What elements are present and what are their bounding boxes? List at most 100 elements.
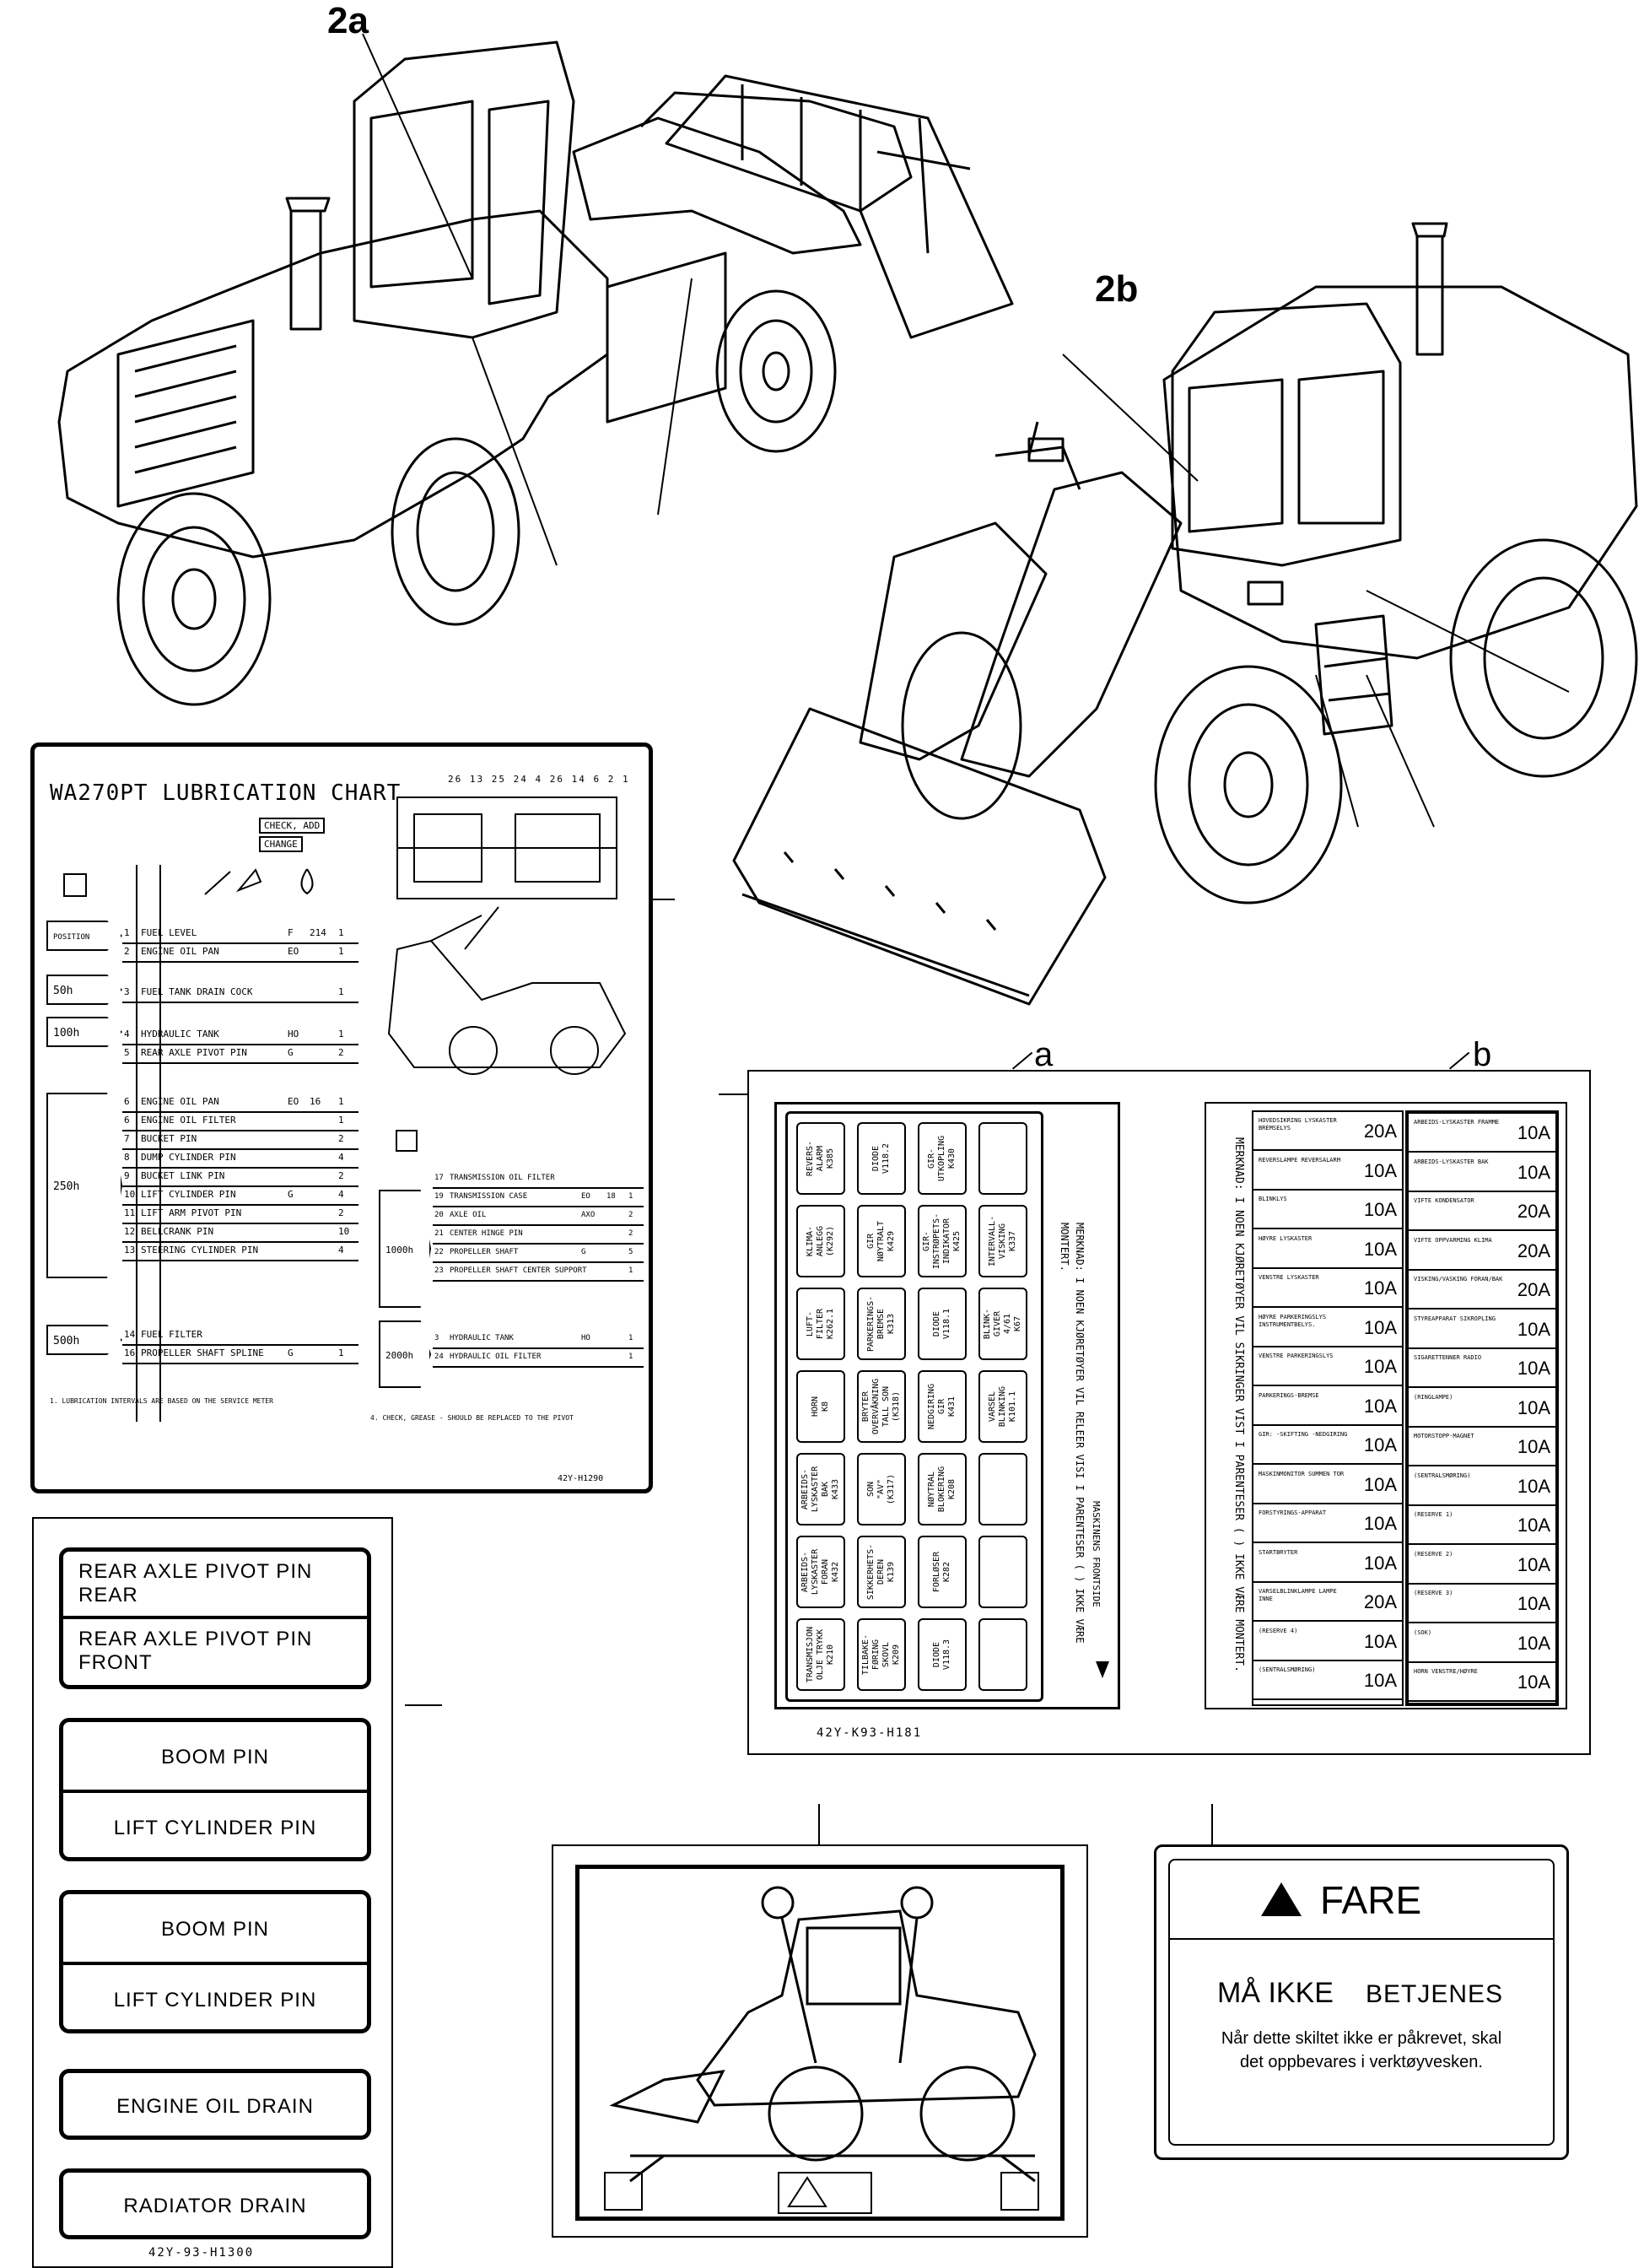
fuse-amp: 10A [1517, 1632, 1550, 1654]
fuse-label: ARBEIDS-LYSKASTER FRAMME [1414, 1119, 1500, 1126]
fuse-amp: 20A [1517, 1279, 1550, 1300]
relay-cell-label: VARSEL BLINKING K101.1 [988, 1385, 1017, 1428]
fuse-amp: 10A [1517, 1396, 1550, 1418]
warning-sign-inner: FARE MÅ IKKE BETJENES Når dette skiltet … [1168, 1859, 1555, 2146]
lube-row-item: AXLE OIL [450, 1211, 487, 1219]
relay-cell-label: DIODE V118.2 [871, 1142, 891, 1174]
lube-row-type: AXO [581, 1211, 596, 1219]
interval-500h: 500h [46, 1325, 122, 1355]
fuse-row: (SENTRALSMØRING)10A [1409, 1467, 1555, 1506]
tag-boom-pin-1: BOOM PIN [160, 1746, 269, 1768]
lube-row-pts: 10 [338, 1226, 350, 1237]
fuse-amp: 20A [1517, 1201, 1550, 1222]
fuse-label: SIGARETTENNER RADIO [1414, 1354, 1482, 1361]
fuse-row: (SENTRALSMØRING)10A [1253, 1661, 1402, 1700]
fuse-label: MOTORSTOPP-MAGNET [1414, 1433, 1474, 1439]
lift-hook-icon [604, 2172, 1039, 2214]
callout-2b: 2b [1095, 268, 1139, 310]
lube-row-pts: 1 [628, 1192, 633, 1201]
fuse-amp: 10A [1517, 1318, 1550, 1340]
relay-cell: ARBEIDS- LYSKASTER BAK K433 [796, 1453, 845, 1526]
fuse-amp: 10A [1363, 1277, 1397, 1299]
fuse-amp: 10A [1517, 1161, 1550, 1183]
relay-cell-label: SIKKERHETS- DEREN K139 [866, 1543, 897, 1601]
lifting-decal-inner [575, 1865, 1065, 2221]
lube-row-type: G [581, 1248, 586, 1256]
fuse-label: VENSTRE LYSKASTER [1259, 1274, 1319, 1281]
relay-cell: PARKERINGS- BREMSE K313 [857, 1288, 906, 1360]
tag-radiator-drain: RADIATOR DRAIN [59, 2168, 371, 2239]
change-tag: CHANGE [259, 836, 303, 852]
lube-row-qty: 16 [310, 1096, 321, 1107]
fuse-amp: 10A [1517, 1593, 1550, 1614]
lube-row-no: 2 [124, 946, 130, 957]
lube-row-no: 16 [124, 1347, 136, 1358]
relay-cell-label: ARBEIDS- LYSKASTER BAK K433 [800, 1466, 840, 1513]
front-arrow-icon [1096, 1661, 1109, 1678]
relay-cell-label: GIR- INSTRØPETS- INDIKATOR K425 [922, 1212, 962, 1270]
fuse-label: MASKINMONITOR SUMMEN TOR [1259, 1470, 1345, 1477]
fuse-a-part-no: 42Y-K93-H181 [817, 1726, 923, 1740]
interval-50h: 50h [46, 975, 122, 1005]
lube-row-no: 3 [434, 1334, 439, 1342]
lube-row-item: REAR AXLE PIVOT PIN [141, 1047, 247, 1058]
tags-part-no: 42Y-93-H1300 [148, 2246, 255, 2260]
fuse-label: (SOK) [1414, 1628, 1432, 1636]
lube-row-pts: 2 [338, 1047, 344, 1058]
fuse-label: (RINGLAMPE) [1414, 1393, 1453, 1401]
fuse-label: VIFTE KONDENSATOR [1414, 1197, 1474, 1204]
fuse-amp: 10A [1363, 1199, 1397, 1220]
lube-row-no: 9 [124, 1170, 130, 1181]
fuse-label: STARTBRYTER [1259, 1548, 1298, 1556]
lube-row-no: 20 [434, 1211, 444, 1219]
lube-row-no: 6 [124, 1096, 130, 1107]
fuse-row: (RINGLAMPE) 10A [1409, 1389, 1555, 1428]
fuse-a-note: MERKNAD: I NOEN KJØRETØYER VIL RELEER VI… [1059, 1223, 1086, 1644]
lube-schematic [387, 796, 627, 1075]
lube-row-pts: 1 [338, 927, 344, 938]
tag-rear-pivot-rear-line2: REAR [78, 1584, 138, 1606]
fuse-label: VARSELBLINKLAMPE LAMPE INNE [1259, 1588, 1337, 1602]
lube-row-no: 13 [124, 1245, 136, 1256]
loader-lifting-diagram [604, 1886, 1039, 2214]
fuse-row: (RESERVE 2)10A [1409, 1546, 1555, 1585]
lube-row-no: 24 [434, 1353, 444, 1361]
lube-row-type: EO [581, 1192, 590, 1201]
lube-row-item: BELLCRANK PIN [141, 1226, 214, 1237]
fuse-label: HORN VENSTRE/HØYRE [1414, 1668, 1478, 1675]
relay-cell: VARSEL BLINKING K101.1 [978, 1370, 1027, 1443]
lube-row-no: 23 [434, 1266, 444, 1275]
lube-row-type: EO [288, 946, 299, 957]
fuse-label: (SENTRALSMØRING) [1259, 1666, 1316, 1673]
relay-cell-label: BLINK- GIVER 4/61 K67 [983, 1308, 1022, 1340]
tag-rear-pivot-front-line1: REAR AXLE PIVOT PIN [78, 1628, 313, 1650]
fuse-label: (RESERVE 4) [1259, 1627, 1298, 1634]
lube-row-type: HO [288, 1029, 299, 1040]
callout-2a: 2a [327, 0, 369, 41]
relay-cell: SON "AV" (K317) [857, 1453, 906, 1526]
lube-row-pts: 1 [628, 1334, 633, 1342]
lube-row-type: G [288, 1047, 294, 1058]
lube-row-item: HYDRAULIC OIL FILTER [450, 1353, 542, 1361]
lube-row-no: 5 [124, 1047, 130, 1058]
fuse-row: (RESERVE 4)10A [1253, 1623, 1402, 1661]
lube-row-item: LIFT ARM PIVOT PIN [141, 1207, 242, 1218]
lube-row-no: 10 [124, 1189, 136, 1200]
